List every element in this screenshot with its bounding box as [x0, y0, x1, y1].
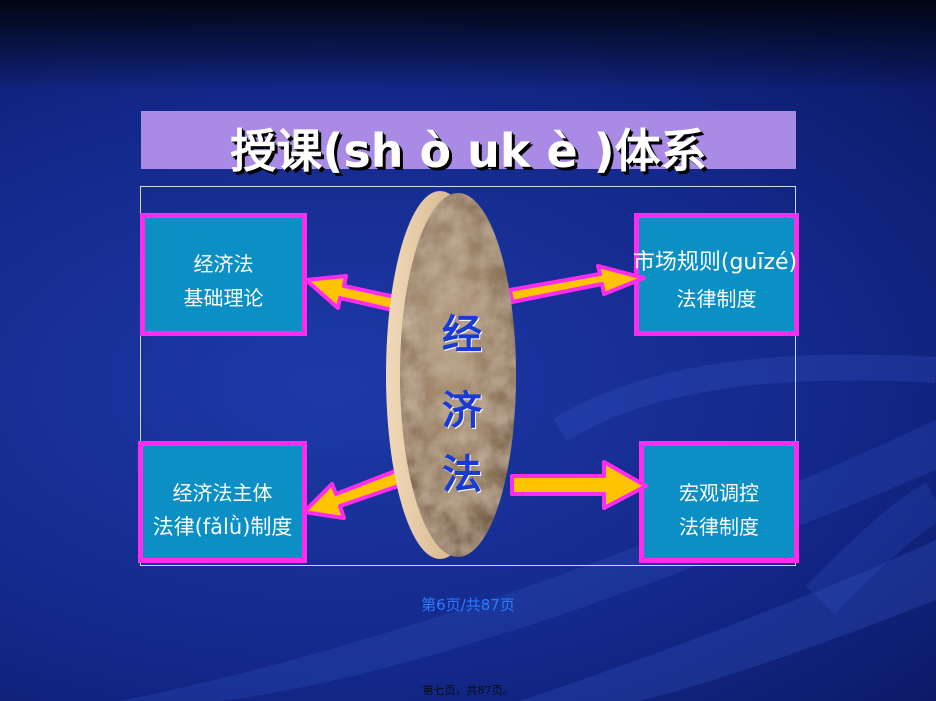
arrow-to-subject-law — [302, 468, 406, 520]
box-market-rules-line2: 法律制度 — [676, 287, 757, 311]
title-bar — [141, 111, 796, 169]
diagram-frame — [140, 186, 796, 566]
box-basic-theory-line2: 基础理论 — [183, 286, 264, 310]
arrow-to-market-rules — [508, 264, 646, 304]
box-basic-theory — [140, 213, 307, 336]
box-macro-control-line2: 法律制度 — [679, 515, 759, 539]
footer-note: 第七页，共87页。 — [422, 684, 514, 697]
box-subject-law-line2: 法律(fǎlǜ)制度 — [152, 515, 293, 539]
center-char-3: 法 — [442, 451, 482, 498]
center-char-1: 经 — [442, 311, 482, 358]
center-char-2: 济 — [442, 387, 482, 434]
box-subject-law-line1: 经济法主体 — [172, 481, 273, 505]
box-basic-theory-line1: 经济法 — [193, 252, 254, 276]
oval-stone — [400, 193, 516, 557]
box-market-rules-line1: 市场规则(guīzé) — [632, 250, 798, 275]
box-macro-control-line1: 宏观调控 — [679, 481, 759, 505]
box-subject-law — [138, 441, 307, 563]
box-macro-control — [639, 441, 799, 563]
page-indicator: 第6页/共87页 — [421, 596, 515, 614]
slide-title: 授课(sh ò uk è )体系 — [230, 124, 707, 178]
arrow-to-macro-control — [510, 460, 648, 510]
top-shade — [0, 0, 936, 90]
